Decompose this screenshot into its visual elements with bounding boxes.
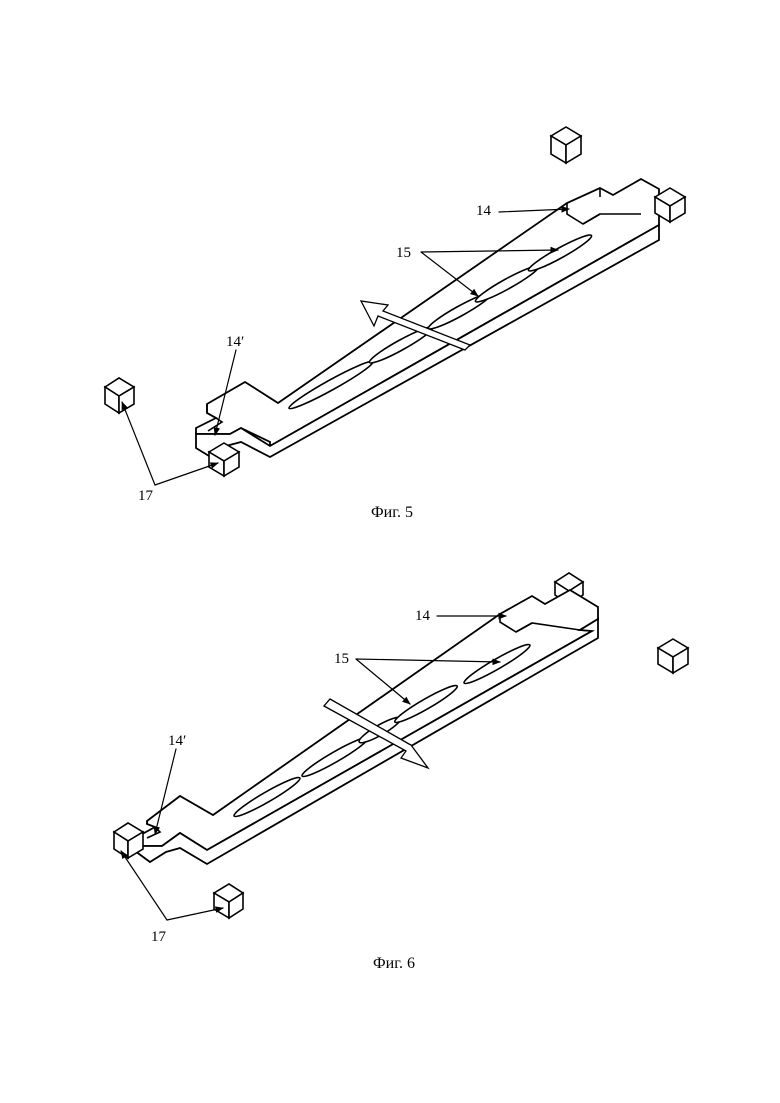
label-14-prime-fig5: 14′ [226,334,244,350]
cube-17-loose-right-fig6 [658,639,688,673]
label-14-fig5: 14 [476,203,492,219]
label-14-prime-fig6: 14′ [168,733,186,749]
figure-5: 14 15 14′ 17 Фиг. 5 [105,127,685,521]
label-17-fig5: 17 [138,488,154,504]
cube-17-loose-bottom-fig6 [214,884,243,918]
figure-6: 14 15 14′ 17 Фиг. 6 [114,573,688,972]
leader-17b-fig6 [167,908,223,920]
label-17-fig6: 17 [151,929,167,945]
slots-15-fig5 [287,231,594,412]
label-14-fig6: 14 [415,608,431,624]
leader-17a-fig5 [122,402,155,485]
caption-fig6: Фиг. 6 [373,955,415,972]
leader-17b-fig5 [155,463,218,485]
label-15-fig5: 15 [396,245,411,261]
cube-17-top-right [551,127,581,163]
caption-fig5: Фиг. 5 [371,504,413,521]
label-15-fig6: 15 [334,651,349,667]
cube-17-loose-left [105,378,134,413]
strip-fig5 [196,179,659,457]
leader-17a-fig6 [121,851,167,920]
